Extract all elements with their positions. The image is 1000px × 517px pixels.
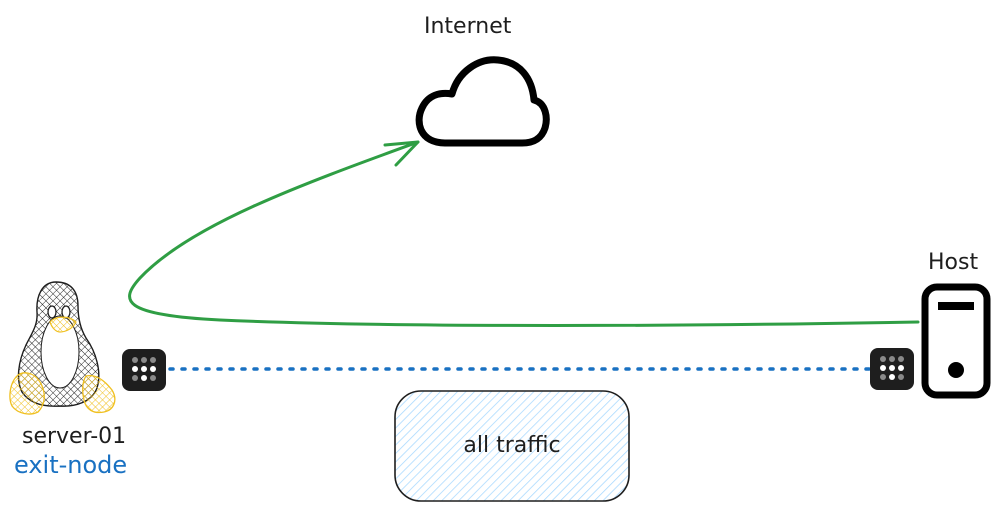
traffic-box-label: all traffic: [463, 433, 561, 458]
tailscale-logo-icon: [870, 348, 914, 390]
host-label: Host: [928, 250, 979, 275]
route-arrow: [128, 140, 920, 327]
exit-node-label: exit-node: [14, 451, 128, 479]
tailscale-logo-icon: [122, 349, 166, 391]
internet-label: Internet: [424, 14, 512, 39]
server-label: server-01: [22, 424, 127, 449]
server-tower-icon: [921, 283, 991, 399]
traffic-box-shape: [394, 390, 630, 502]
cloud-icon: [415, 56, 550, 147]
linux-penguin-icon: [9, 281, 116, 415]
